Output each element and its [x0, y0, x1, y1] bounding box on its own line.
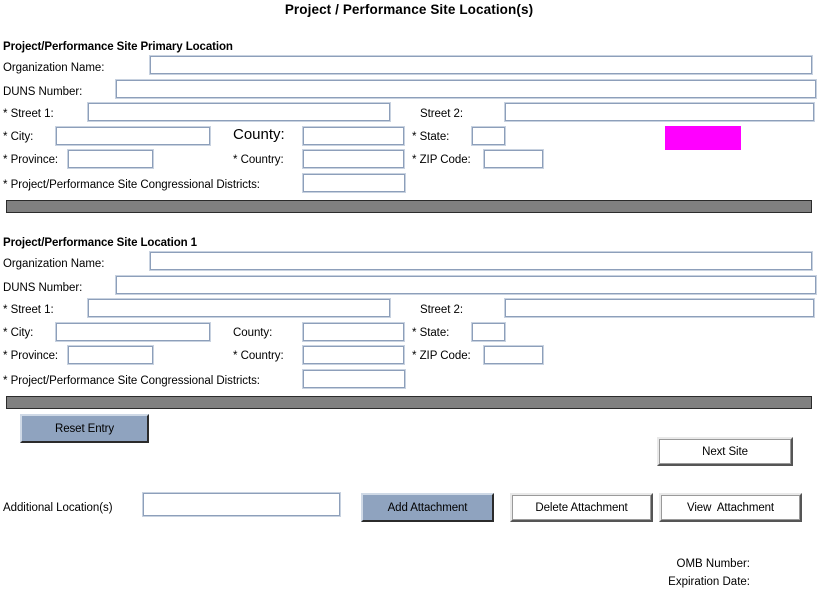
label-country-1: * Country: [233, 350, 284, 362]
label-congressional-districts-primary: * Project/Performance Site Congressional… [3, 179, 260, 191]
label-congressional-districts-1: * Project/Performance Site Congressional… [3, 375, 260, 387]
label-city-1: * City: [3, 327, 34, 339]
input-street2-1[interactable] [504, 298, 815, 318]
label-province-1: * Province: [3, 350, 59, 362]
reset-entry-button[interactable]: Reset Entry [20, 414, 149, 443]
label-street2-1: Street 2: [420, 304, 464, 316]
label-zip-code-primary: * ZIP Code: [412, 154, 471, 166]
delete-attachment-button[interactable]: Delete Attachment [510, 493, 653, 522]
page-title: Project / Performance Site Location(s) [284, 2, 534, 17]
input-zip-code-1[interactable] [483, 345, 544, 365]
input-city-primary[interactable] [55, 126, 211, 146]
input-organization-name-1[interactable] [149, 251, 813, 271]
label-organization-name-1: Organization Name: [3, 258, 105, 270]
input-additional-locations[interactable] [142, 492, 341, 517]
highlight-block [665, 126, 741, 150]
input-state-1[interactable] [471, 322, 506, 342]
view-attachment-button[interactable]: View Attachment [659, 493, 802, 522]
add-attachment-button[interactable]: Add Attachment [361, 493, 494, 522]
label-organization-name-primary: Organization Name: [3, 62, 105, 74]
label-province-primary: * Province: [3, 154, 59, 166]
input-county-primary[interactable] [302, 126, 405, 146]
label-county-primary: County: [233, 126, 285, 143]
section-heading-location-1: Project/Performance Site Location 1 [3, 237, 197, 249]
input-duns-number-1[interactable] [115, 275, 817, 295]
label-street2-primary: Street 2: [420, 108, 464, 120]
input-congressional-districts-primary[interactable] [302, 173, 406, 193]
label-city-primary: * City: [3, 131, 34, 143]
label-county-1: County: [233, 327, 273, 339]
input-duns-number-primary[interactable] [115, 79, 817, 99]
label-street1-1: * Street 1: [3, 304, 54, 316]
input-street1-1[interactable] [87, 298, 391, 318]
section-separator-2 [6, 396, 812, 409]
input-zip-code-primary[interactable] [483, 149, 544, 169]
input-congressional-districts-1[interactable] [302, 369, 406, 389]
section-separator-1 [6, 200, 812, 213]
omb-number-label: OMB Number: [676, 558, 751, 570]
label-street1-primary: * Street 1: [3, 108, 54, 120]
input-province-primary[interactable] [67, 149, 154, 169]
label-state-1: * State: [412, 327, 450, 339]
label-duns-number-primary: DUNS Number: [3, 86, 83, 98]
input-country-1[interactable] [302, 345, 405, 365]
input-street1-primary[interactable] [87, 102, 391, 122]
next-site-button[interactable]: Next Site [657, 437, 793, 466]
label-duns-number-1: DUNS Number: [3, 282, 83, 294]
label-zip-code-1: * ZIP Code: [412, 350, 471, 362]
label-additional-locations: Additional Location(s) [3, 502, 113, 514]
input-country-primary[interactable] [302, 149, 405, 169]
input-city-1[interactable] [55, 322, 211, 342]
input-state-primary[interactable] [471, 126, 506, 146]
input-organization-name-primary[interactable] [149, 55, 813, 75]
expiration-date-label: Expiration Date: [668, 576, 750, 588]
input-street2-primary[interactable] [504, 102, 815, 122]
section-heading-primary: Project/Performance Site Primary Locatio… [3, 41, 233, 53]
label-state-primary: * State: [412, 131, 450, 143]
label-country-primary: * Country: [233, 154, 284, 166]
input-province-1[interactable] [67, 345, 154, 365]
input-county-1[interactable] [302, 322, 405, 342]
